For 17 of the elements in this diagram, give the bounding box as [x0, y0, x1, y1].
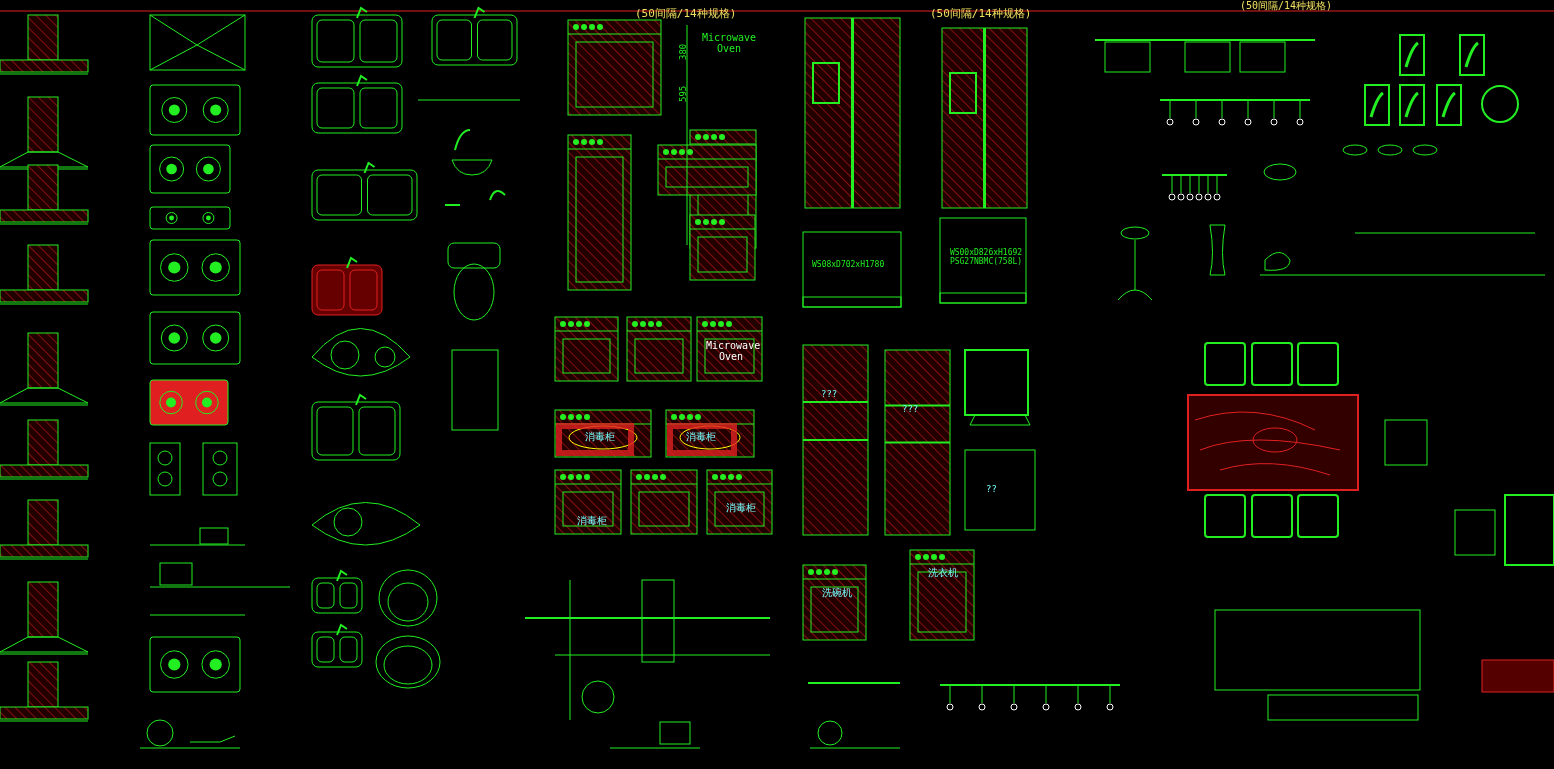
- drawing-label: 洗碗机: [822, 587, 852, 598]
- drawing-label: (50间隔/14种规格): [635, 8, 737, 21]
- drawing-label: WS08xD702xH1780: [812, 261, 885, 270]
- drawing-label: 消毒柜: [686, 431, 716, 442]
- drawing-label: 消毒柜: [726, 502, 756, 513]
- drawing-label: (50间隔/14种规格): [930, 8, 1032, 21]
- drawing-label: ???: [902, 405, 919, 415]
- drawing-label: Microwave Oven: [700, 32, 758, 54]
- drawing-label: ???: [821, 390, 838, 400]
- drawing-label: WS00xD826xH1692 PSG27NBMC(758L): [948, 249, 1024, 267]
- drawing-label: ??: [986, 485, 997, 495]
- drawing-label: 洗衣机: [928, 567, 958, 578]
- dimension-text: 595: [679, 85, 689, 102]
- drawing-label: 消毒柜: [577, 515, 607, 526]
- dimension-text: 380: [679, 43, 689, 60]
- drawing-label: 消毒柜: [585, 431, 615, 442]
- drawing-label: (50间隔/14种规格): [1240, 0, 1333, 11]
